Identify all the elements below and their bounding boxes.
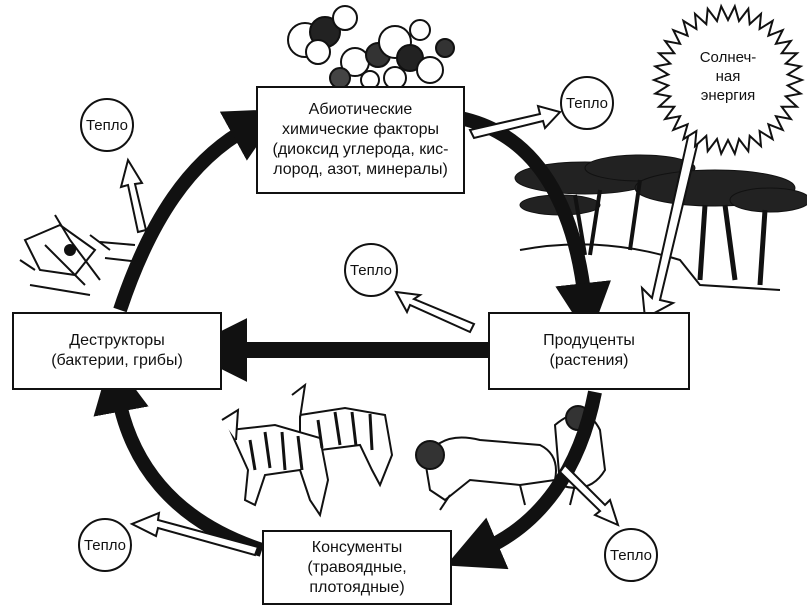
heat-circle-middle: Тепло [344,243,398,297]
heat-arrow-consumers [129,511,260,557]
node-decomposers: Деструкторы (бактерии, грибы) [12,312,222,390]
heat-label: Тепло [349,261,393,279]
node-producers-label: Продуценты (растения) [543,332,635,369]
heat-label: Тепло [85,116,129,134]
sun-energy-arrow [640,126,702,320]
giraffe-remains-illustration [19,214,141,296]
heat-label: Тепло [83,536,127,554]
node-abiotic-label: Абиотические химические факторы (диоксид… [272,101,449,178]
heat-circle-top-left: Тепло [80,98,134,152]
node-consumers-label: Консументы (травоядные, плотоядные) [307,538,407,596]
heat-arrow-abiotic [468,104,562,140]
heat-arrow-producers [394,290,476,334]
arrow-decomposers-to-abiotic [113,109,283,313]
node-consumers: Консументы (травоядные, плотоядные) [262,530,452,605]
heat-circle-top-right: Тепло [560,76,614,130]
sun-icon [651,3,805,157]
node-abiotic: Абиотические химические факторы (диоксид… [256,86,465,194]
sun-label: Солнеч- ная энергия [699,49,757,104]
heat-circle-bottom-left: Тепло [78,518,132,572]
heat-arrow-decomposers-top [119,157,148,234]
heat-label: Тепло [565,94,609,112]
heat-label: Тепло [609,546,653,564]
node-decomposers-label: Деструкторы (бактерии, грибы) [51,332,183,369]
zebras-illustration [221,382,394,518]
node-producers: Продуценты (растения) [488,312,690,390]
arrow-consumers-to-decomposers [93,356,265,557]
arrow-producers-to-consumers [446,390,602,570]
heat-circle-bottom-right: Тепло [604,528,658,582]
heat-arrows [119,104,620,557]
heat-arrow-lions [558,463,620,527]
molecule-illustration [287,5,455,90]
